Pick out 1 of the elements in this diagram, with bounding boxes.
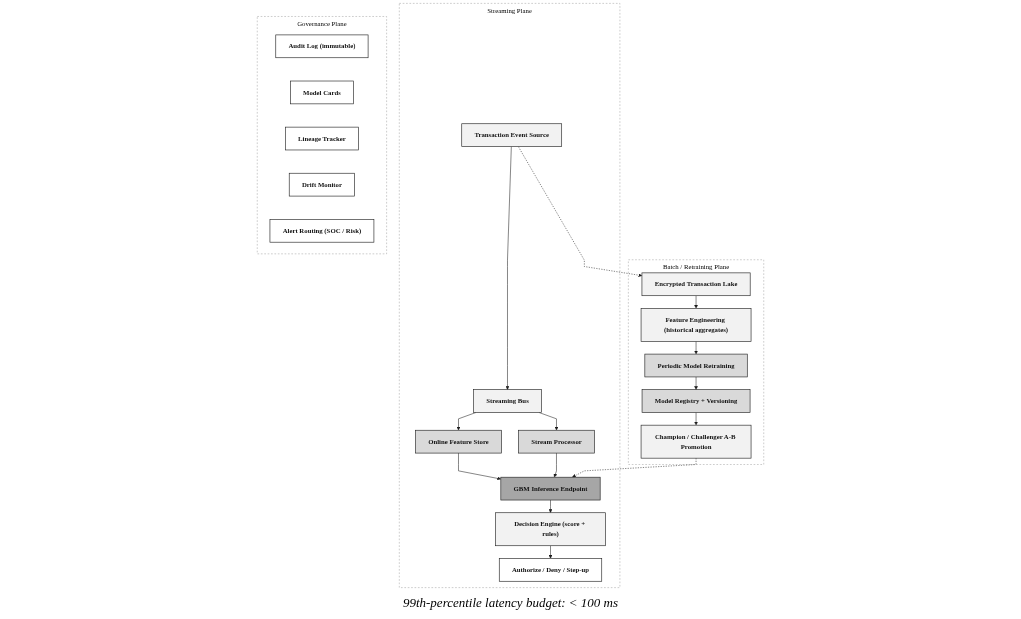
footnote: 99th-percentile latency budget: < 100 ms [402,595,619,611]
